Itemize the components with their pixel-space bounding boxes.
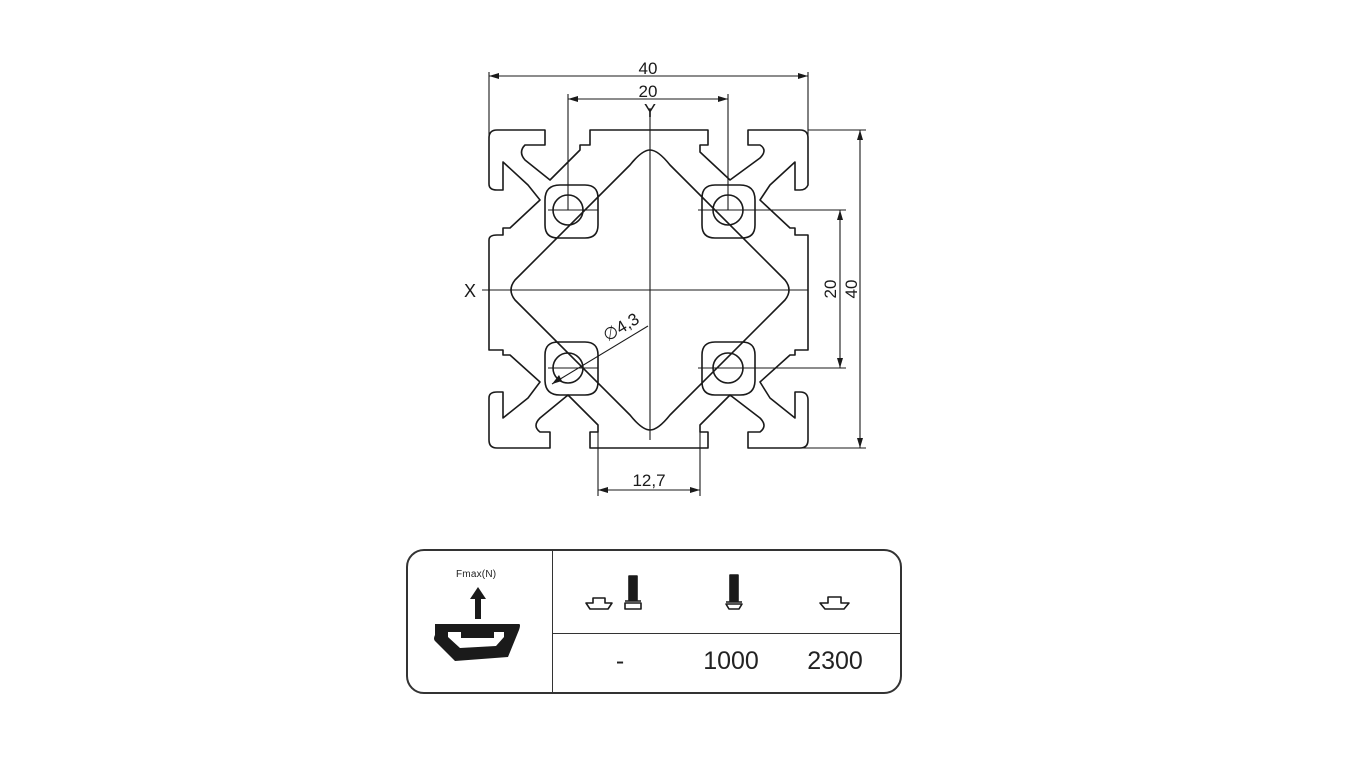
- profile-slot-arrow-icon: [434, 587, 520, 661]
- load-table: Fmax(N): [406, 549, 902, 694]
- dim-hole-diameter: ∅4,3: [600, 309, 643, 345]
- dim-slot-opening: 12,7: [632, 471, 665, 490]
- value-t-nut-with-bolt: -: [615, 647, 625, 675]
- corner-boss-bl: [544, 341, 599, 396]
- fastener-icons: [585, 574, 850, 610]
- y-axis-label: Y: [644, 101, 656, 121]
- force-icon-cell: Fmax(N): [408, 551, 553, 692]
- dim-width-overall: 40: [639, 59, 658, 78]
- t-nut-icon: [819, 596, 850, 610]
- dim-line-diameter: [551, 325, 649, 385]
- corner-boss-tr: [701, 184, 756, 239]
- value-t-nut: 2300: [807, 647, 863, 675]
- dim-height-overall: 40: [842, 280, 861, 299]
- fmax-label: Fmax(N): [456, 569, 497, 580]
- bolt-icon: [725, 574, 743, 610]
- t-nut-with-bolt-icon: [585, 575, 642, 610]
- corner-boss-tl: [544, 184, 599, 239]
- profile-outline: [488, 129, 809, 449]
- corner-boss-br: [701, 341, 756, 396]
- x-axis-label: X: [464, 281, 476, 301]
- dim-height-slot-spacing: 20: [821, 280, 840, 299]
- dim-width-slot-spacing: 20: [639, 82, 658, 101]
- fastener-header-row: [553, 551, 900, 634]
- value-bolt: 1000: [703, 647, 759, 675]
